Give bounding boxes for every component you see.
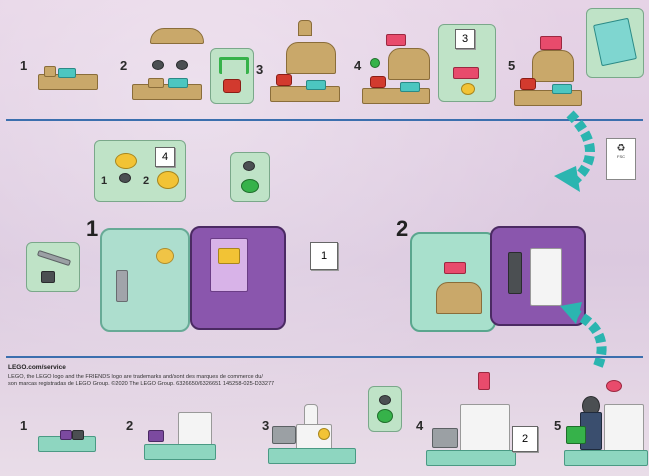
hinge-quantity: 1 [310,242,338,270]
stud-callout [230,152,270,202]
top-step-3-callout [210,48,254,104]
assembled-mint-half [410,232,496,332]
coin-substep-1: 1 [101,175,108,187]
top-step-4-callout: 3 [438,24,496,102]
bottom-step-4-quantity: 2 [512,426,538,452]
coin-callout: 4 1 2 [94,140,186,202]
fsc-logo-icon: ♻ FSC [606,138,636,180]
bottom-step-3-callout [368,386,402,432]
bottom-step-5-number: 5 [554,418,562,433]
purple-cube-half [190,226,286,330]
bottom-step-3-number: 3 [262,418,270,433]
top-step-4-quantity: 3 [455,29,475,49]
bottom-divider [6,356,643,358]
top-step-4-number: 4 [354,58,362,73]
coin-quantity: 4 [155,147,175,167]
legal-line-1: LEGO, the LEGO logo and the FRIENDS logo… [8,374,263,380]
top-step-5-number: 5 [508,58,516,73]
fsc-label: FSC [617,154,625,159]
top-step-2-number: 2 [120,58,128,73]
section-1-number: 1 [86,216,99,241]
tool-callout [26,242,80,292]
curved-arrow-down-icon [554,110,595,192]
mint-cube-half [100,228,190,332]
bottom-step-1-number: 1 [20,418,28,433]
top-step-5-callout [586,8,644,78]
section-2-number: 2 [396,216,409,241]
bottom-step-2-number: 2 [126,418,134,433]
top-divider [6,119,643,121]
legal-line-2: son marcas registradas de LEGO Group. ©2… [8,381,275,387]
bottom-step-4-number: 4 [416,418,424,433]
coin-substep-2: 2 [143,175,150,187]
curved-arrow-up-icon [560,302,607,368]
top-step-3-number: 3 [256,62,264,77]
service-link[interactable]: LEGO.com/service [8,364,66,371]
top-step-1-number: 1 [20,58,28,73]
